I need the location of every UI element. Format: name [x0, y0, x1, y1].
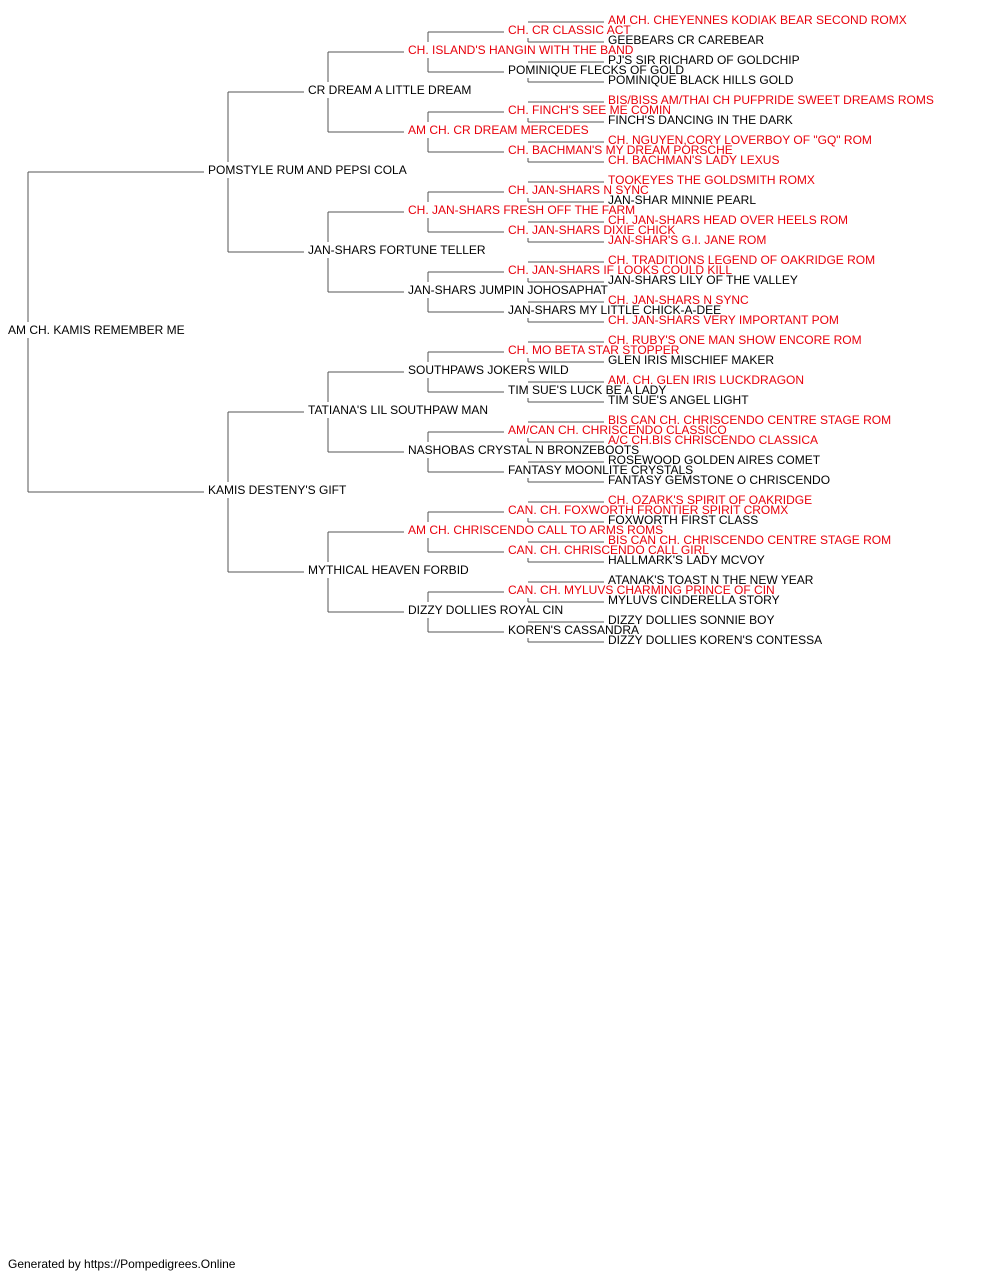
pedigree-dog-sire-sire-sire-dam-sire: PJ'S SIR RICHARD OF GOLDCHIP — [608, 53, 800, 67]
pedigree-dog-dam-dam-sire-dam-dam: HALLMARK'S LADY MCVOY — [608, 553, 765, 567]
pedigree-dog-dam-sire-sire-sire: CH. MO BETA STAR STOPPER — [508, 343, 680, 357]
pedigree-dog-sire-sire: CR DREAM A LITTLE DREAM — [308, 83, 471, 97]
pedigree-dog-sire: POMSTYLE RUM AND PEPSI COLA — [208, 163, 407, 177]
pedigree-dog-sire-dam-dam-sire-sire: CH. TRADITIONS LEGEND OF OAKRIDGE ROM — [608, 253, 875, 267]
pedigree-dog-dam-sire-sire-dam-sire: AM. CH. GLEN IRIS LUCKDRAGON — [608, 373, 804, 387]
pedigree-dog-sire-sire-dam-sire-sire: BIS/BISS AM/THAI CH PUFPRIDE SWEET DREAM… — [608, 93, 934, 107]
pedigree-dog-sire-sire-dam-sire-dam: FINCH'S DANCING IN THE DARK — [608, 113, 793, 127]
pedigree-dog-dam-sire-dam-dam-dam: FANTASY GEMSTONE O CHRISCENDO — [608, 473, 830, 487]
pedigree-dog-sire-sire-dam-dam-dam: CH. BACHMAN'S LADY LEXUS — [608, 153, 779, 167]
pedigree-dog-dam-dam-sire-sire-sire: CH. OZARK'S SPIRIT OF OAKRIDGE — [608, 493, 812, 507]
pedigree-dog-dam-dam-sire-dam-sire: BIS CAN CH. CHRISCENDO CENTRE STAGE ROM — [608, 533, 891, 547]
pedigree-dog-dam-dam-dam-sire-dam: MYLUVS CINDERELLA STORY — [608, 593, 780, 607]
generated-by-footer: Generated by https://Pompedigrees.Online — [8, 1257, 236, 1271]
pedigree-dog-sire-sire-dam-dam: CH. BACHMAN'S MY DREAM PORSCHE — [508, 143, 733, 157]
pedigree-dog-sire-dam-dam-sire: CH. JAN-SHARS IF LOOKS COULD KILL — [508, 263, 732, 277]
pedigree-dog-dam-sire-dam-dam: FANTASY MOONLITE CRYSTALS — [508, 463, 693, 477]
pedigree-dog-sire-dam-dam-sire-dam: JAN-SHARS LILY OF THE VALLEY — [608, 273, 798, 287]
pedigree-dog-sire-sire-dam: AM CH. CR DREAM MERCEDES — [408, 123, 589, 137]
pedigree-dog-sire-sire-sire-sire: CH. CR CLASSIC ACT — [508, 23, 631, 37]
pedigree-dog-sire-sire-sire-sire-dam: GEEBEARS CR CAREBEAR — [608, 33, 764, 47]
pedigree-dog-sire-dam-dam-dam-sire: CH. JAN-SHARS N SYNC — [608, 293, 749, 307]
pedigree-dog-sire-sire-dam-dam-sire: CH. NGUYEN,CORY LOVERBOY OF "GQ" ROM — [608, 133, 872, 147]
pedigree-dog-dam-sire-dam-sire: AM/CAN CH. CHRISCENDO CLASSICO — [508, 423, 727, 437]
pedigree-dog-dam-dam-dam-sire: CAN. CH. MYLUVS CHARMING PRINCE OF CIN — [508, 583, 775, 597]
pedigree-dog-sire-dam-sire-sire-dam: JAN-SHAR MINNIE PEARL — [608, 193, 756, 207]
pedigree-dog-dam-sire-sire-sire-dam: GLEN IRIS MISCHIEF MAKER — [608, 353, 774, 367]
pedigree-dog-sire-dam: JAN-SHARS FORTUNE TELLER — [308, 243, 486, 257]
pedigree-dog-dam-sire-dam-sire-sire: BIS CAN CH. CHRISCENDO CENTRE STAGE ROM — [608, 413, 891, 427]
pedigree-dog-dam-sire-sire-dam: TIM SUE'S LUCK BE A LADY — [508, 383, 666, 397]
pedigree-dog-dam-dam: MYTHICAL HEAVEN FORBID — [308, 563, 469, 577]
pedigree-dog-sire-sire-sire: CH. ISLAND'S HANGIN WITH THE BAND — [408, 43, 634, 57]
pedigree-dog-sire-dam-sire-sire-sire: TOOKEYES THE GOLDSMITH ROMX — [608, 173, 815, 187]
pedigree-dog-sire-dam-sire-dam-dam: JAN-SHAR'S G.I. JANE ROM — [608, 233, 766, 247]
pedigree-dog-dam-sire-sire: SOUTHPAWS JOKERS WILD — [408, 363, 569, 377]
pedigree-dog-sire-sire-sire-dam-dam: POMINIQUE BLACK HILLS GOLD — [608, 73, 794, 87]
pedigree-dog-sire-dam-sire-sire: CH. JAN-SHARS N SYNC — [508, 183, 649, 197]
pedigree-dog-: AM CH. KAMIS REMEMBER ME — [8, 323, 185, 337]
pedigree-dog-dam-sire: TATIANA'S LIL SOUTHPAW MAN — [308, 403, 488, 417]
pedigree-dog-dam-sire-dam-dam-sire: ROSEWOOD GOLDEN AIRES COMET — [608, 453, 821, 467]
pedigree-dog-dam-dam-sire-sire-dam: FOXWORTH FIRST CLASS — [608, 513, 758, 527]
pedigree-dog-sire-dam-sire: CH. JAN-SHARS FRESH OFF THE FARM — [408, 203, 635, 217]
pedigree-dog-sire-dam-dam-dam-dam: CH. JAN-SHARS VERY IMPORTANT POM — [608, 313, 839, 327]
pedigree-dog-dam-dam-sire-sire: CAN. CH. FOXWORTH FRONTIER SPIRIT CROMX — [508, 503, 788, 517]
pedigree-dog-dam-dam-sire: AM CH. CHRISCENDO CALL TO ARMS ROMS — [408, 523, 663, 537]
pedigree-dog-dam-dam-sire-dam: CAN. CH. CHRISCENDO CALL GIRL — [508, 543, 709, 557]
pedigree-dog-sire-sire-sire-sire-sire: AM CH. CHEYENNES KODIAK BEAR SECOND ROMX — [608, 13, 907, 27]
pedigree-dog-sire-dam-dam-dam: JAN-SHARS MY LITTLE CHICK-A-DEE — [508, 303, 721, 317]
pedigree-dog-dam-dam-dam-dam-dam: DIZZY DOLLIES KOREN'S CONTESSA — [608, 633, 822, 647]
pedigree-dog-dam-dam-dam-sire-sire: ATANAK'S TOAST N THE NEW YEAR — [608, 573, 814, 587]
pedigree-dog-dam-sire-dam: NASHOBAS CRYSTAL N BRONZEBOOTS — [408, 443, 639, 457]
pedigree-dog-sire-dam-dam: JAN-SHARS JUMPIN JOHOSAPHAT — [408, 283, 608, 297]
pedigree-dog-sire-dam-sire-dam-sire: CH. JAN-SHARS HEAD OVER HEELS ROM — [608, 213, 848, 227]
pedigree-dog-dam-dam-dam-dam-sire: DIZZY DOLLIES SONNIE BOY — [608, 613, 775, 627]
pedigree-dog-dam-sire-sire-dam-dam: TIM SUE'S ANGEL LIGHT — [608, 393, 749, 407]
pedigree-dog-sire-dam-sire-dam: CH. JAN-SHARS DIXIE CHICK — [508, 223, 675, 237]
pedigree-dog-dam-sire-dam-sire-dam: A/C CH.BIS CHRISCENDO CLASSICA — [608, 433, 818, 447]
pedigree-dog-sire-sire-sire-dam: POMINIQUE FLECKS OF GOLD — [508, 63, 684, 77]
pedigree-dog-sire-sire-dam-sire: CH. FINCH'S SEE ME COMIN — [508, 103, 671, 117]
pedigree-dog-dam: KAMIS DESTENY'S GIFT — [208, 483, 347, 497]
pedigree-dog-dam-dam-dam: DIZZY DOLLIES ROYAL CIN — [408, 603, 563, 617]
pedigree-dog-dam-sire-sire-sire-sire: CH. RUBY'S ONE MAN SHOW ENCORE ROM — [608, 333, 862, 347]
pedigree-dog-dam-dam-dam-dam: KOREN'S CASSANDRA — [508, 623, 639, 637]
